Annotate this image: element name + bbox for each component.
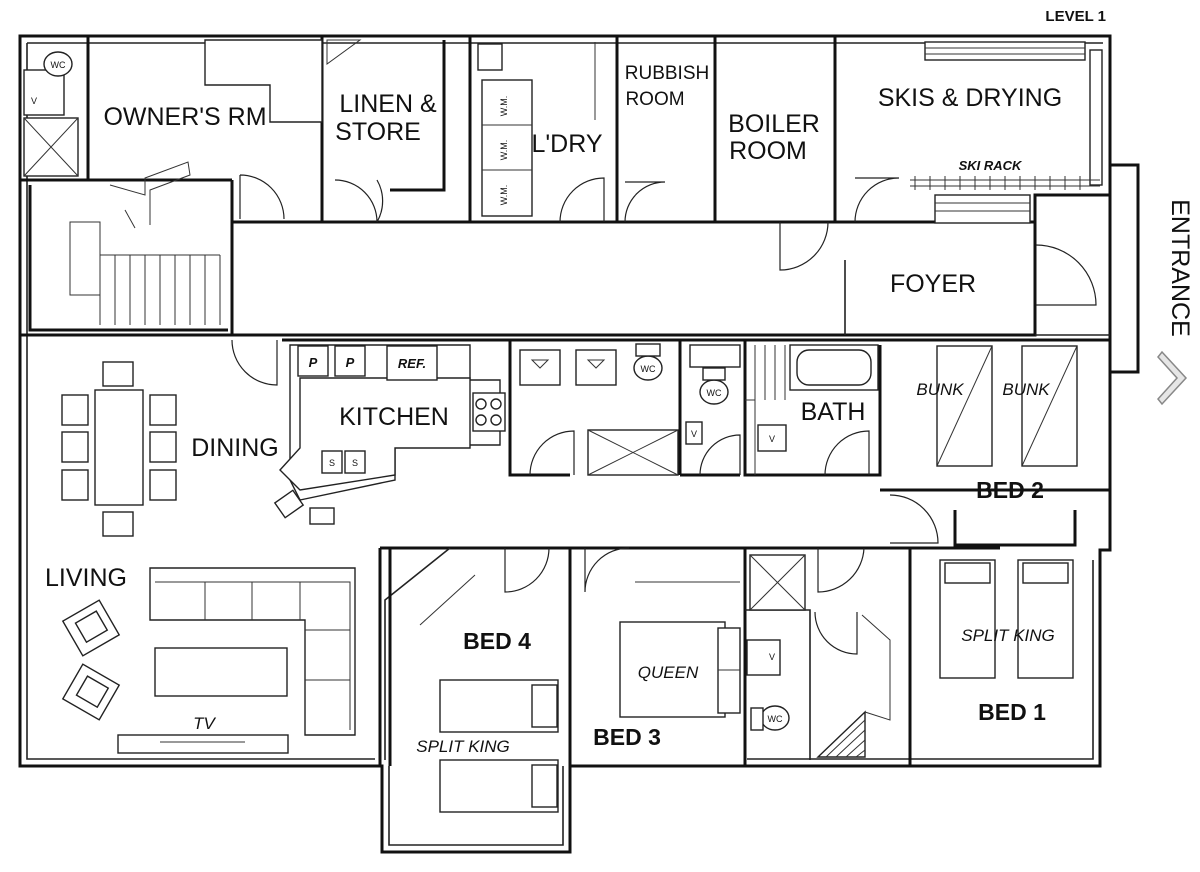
room-dining-label: DINING [191, 434, 279, 462]
room-bath-label: BATH [801, 398, 866, 426]
pantry-b-label: P [346, 355, 355, 370]
door-swings [231, 174, 1097, 655]
ski-rack-label: SKI RACK [959, 158, 1023, 173]
furniture-labels: SKI RACK P P REF. S S BUNK BUNK SPLIT KI… [193, 158, 1055, 756]
room-labels: OWNER'S RM LINEN & STORE L'DRY RUBBISH R… [45, 63, 1062, 750]
room-bed2-label: BED 2 [976, 477, 1044, 503]
wm-3-label: W.M. [499, 185, 509, 206]
room-bed4-label: BED 4 [463, 628, 531, 654]
room-boiler-line1: BOILER [728, 110, 820, 138]
bunk-a-label: BUNK [916, 380, 964, 399]
split-king-bed1-label: SPLIT KING [961, 626, 1055, 645]
pantry-a-label: P [309, 355, 318, 370]
entrance-marker: ENTRANCE [1157, 199, 1194, 406]
fixture-labels: WC WC WC WC W.M. W.M. W.M. V V V V [31, 60, 783, 724]
room-owners-label: OWNER'S RM [103, 103, 266, 131]
wc-owners-label: WC [51, 60, 66, 70]
interior-walls [18, 36, 1110, 766]
wm-2-label: W.M. [499, 140, 509, 161]
wc-bath2-label: WC [707, 388, 722, 398]
room-living-label: LIVING [45, 564, 127, 592]
entrance-arrow-icon [1157, 350, 1188, 406]
vanity-d-label: V [31, 96, 37, 106]
room-boiler-line2: ROOM [729, 137, 807, 165]
queen-label: QUEEN [638, 663, 699, 682]
room-skis-label: SKIS & DRYING [878, 84, 1062, 112]
split-king-bed4-label: SPLIT KING [416, 737, 510, 756]
vanity-c-label: V [769, 652, 775, 662]
room-bed1-label: BED 1 [978, 699, 1046, 725]
wc-bath1-label: WC [641, 364, 656, 374]
room-rubbish-line1: RUBBISH [625, 63, 709, 84]
room-kitchen-label: KITCHEN [339, 403, 449, 431]
vanity-b-label: V [769, 434, 775, 444]
sink-a-label: S [329, 458, 335, 468]
vanity-a-label: V [691, 429, 697, 439]
tv-label: TV [193, 714, 216, 733]
room-rubbish-line2: ROOM [625, 89, 684, 110]
room-foyer-label: FOYER [890, 270, 976, 298]
entrance-label: ENTRANCE [1166, 199, 1194, 337]
wc-ensuite-label: WC [768, 714, 783, 724]
fixtures [23, 39, 1103, 813]
wm-1-label: W.M. [499, 96, 509, 117]
room-linen-line1: LINEN & [339, 90, 437, 118]
room-bed3-label: BED 3 [593, 724, 661, 750]
room-linen-line2: STORE [335, 118, 421, 146]
ref-label: REF. [398, 356, 426, 371]
level-label: LEVEL 1 [1045, 8, 1106, 25]
sink-b-label: S [352, 458, 358, 468]
room-laundry-label: L'DRY [531, 130, 602, 158]
bunk-b-label: BUNK [1002, 380, 1050, 399]
